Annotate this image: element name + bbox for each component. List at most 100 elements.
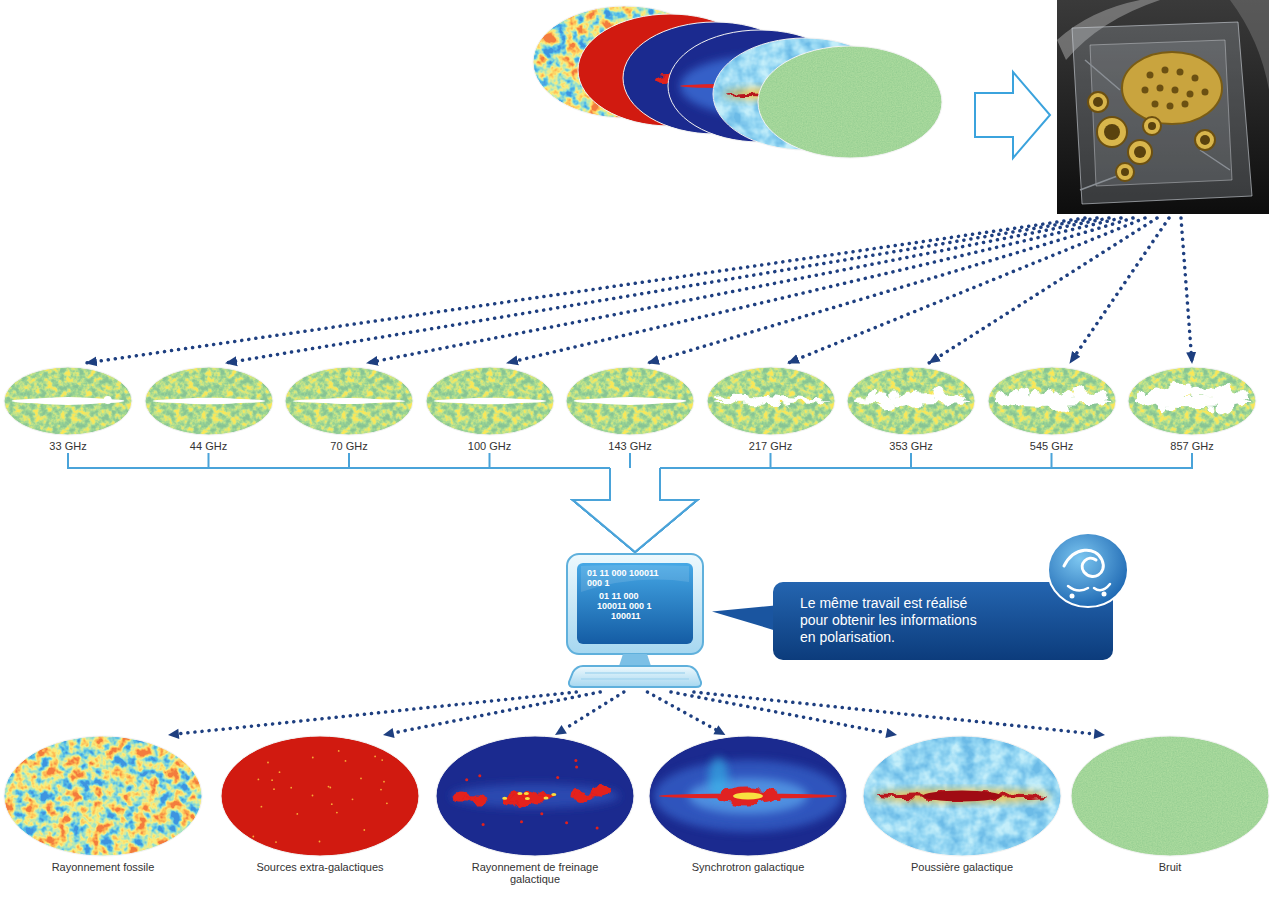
map-texture	[4, 736, 202, 856]
binary-code: 100011 000 1	[597, 601, 659, 611]
component-map: Synchrotron galactique	[648, 735, 848, 873]
map-texture	[285, 367, 413, 435]
map-texture	[1011, 400, 1021, 408]
map-texture	[352, 798, 354, 800]
satellite-output-arrows	[367, 218, 1109, 363]
map-texture	[565, 821, 568, 824]
map-texture	[1157, 402, 1166, 413]
map-texture	[988, 367, 1116, 435]
computer: 01 11 000 100011000 101 11 000100011 000…	[565, 552, 705, 692]
map-texture	[654, 760, 842, 832]
component-label: Poussière galactique	[877, 861, 1047, 873]
map-texture	[329, 787, 331, 789]
component-map: Rayonnement fossile	[3, 735, 203, 873]
map-texture	[649, 736, 847, 856]
map-texture	[899, 401, 908, 406]
planck-satellite	[1072, 22, 1252, 204]
sky-map-image	[565, 366, 695, 436]
planck-satellite	[1148, 122, 1156, 130]
map-texture	[530, 796, 551, 803]
map-texture	[383, 781, 385, 783]
planck-satellite	[1104, 124, 1120, 140]
sky-map-image	[284, 366, 414, 436]
frequency-map: 44 GHz	[144, 366, 274, 453]
map-texture	[938, 402, 949, 406]
sky-map-image	[425, 366, 555, 436]
hollow-arrow-head	[573, 468, 697, 552]
map-texture	[847, 367, 975, 435]
map-texture	[1092, 392, 1107, 402]
computer-part	[577, 563, 693, 644]
speech-bubble-part	[1048, 533, 1128, 607]
bubble-text: Le même travail est réalisé pour obtenir…	[800, 595, 988, 646]
map-texture	[988, 367, 1116, 435]
map-texture	[453, 786, 612, 808]
map-texture	[145, 367, 273, 435]
map-texture	[381, 759, 383, 761]
computer-part	[567, 554, 703, 654]
map-texture	[152, 399, 265, 404]
map-texture	[252, 836, 254, 838]
hollow-arrow	[975, 72, 1050, 158]
frequency-map: 143 GHz	[565, 366, 695, 453]
data-arrow	[671, 692, 897, 738]
arrow-head	[383, 728, 395, 738]
speech-bubble-part	[1048, 533, 1128, 607]
sky-map-image	[435, 735, 635, 857]
map-texture	[436, 736, 634, 856]
map-texture	[813, 397, 824, 403]
component-stack	[758, 46, 942, 158]
hollow-arrow-head	[573, 468, 697, 552]
map-texture	[574, 398, 687, 404]
map-texture	[453, 792, 469, 799]
map-texture	[712, 395, 830, 405]
hollow-arrow	[975, 72, 1050, 158]
map-texture	[482, 823, 485, 826]
map-texture	[296, 813, 298, 815]
sky-map-image	[648, 735, 848, 857]
frequency-label: 33 GHz	[3, 440, 133, 453]
map-texture	[556, 776, 559, 779]
map-texture	[319, 841, 321, 843]
map-texture	[293, 399, 406, 403]
component-map: Sources extra-galactiques	[220, 735, 420, 873]
map-texture	[756, 402, 766, 405]
map-texture	[852, 389, 970, 409]
sky-map-image	[987, 366, 1117, 436]
map-texture	[290, 787, 292, 789]
satellite-output-arrows	[1070, 218, 1169, 363]
computer-part	[581, 673, 689, 679]
satellite-output-arrows	[788, 218, 1145, 363]
map-texture	[890, 391, 900, 400]
sky-map-image	[1127, 366, 1257, 436]
bracket-line	[660, 453, 1052, 468]
map-texture	[520, 820, 523, 823]
data-arrow	[383, 692, 600, 738]
planck-satellite	[1187, 91, 1194, 98]
planck-satellite	[1143, 117, 1161, 135]
map-texture	[524, 792, 529, 795]
sky-map-image	[220, 735, 420, 857]
map-texture	[501, 796, 514, 807]
sky-map-image	[846, 366, 976, 436]
planck-satellite	[1057, 0, 1269, 214]
planck-satellite	[1167, 103, 1174, 110]
map-texture	[873, 790, 1051, 802]
hollow-arrow-head	[573, 468, 697, 552]
map-texture	[707, 367, 835, 435]
map-texture	[566, 367, 694, 435]
merge-connector	[349, 453, 697, 552]
planck-satellite	[1097, 117, 1127, 147]
planck-satellite	[1090, 40, 1232, 186]
map-texture	[4, 736, 202, 856]
map-texture	[279, 771, 281, 773]
satellite-output-arrows	[86, 218, 1085, 363]
planck-satellite	[1192, 75, 1199, 82]
map-texture	[716, 788, 779, 805]
map-texture	[314, 398, 384, 404]
dotted-line	[694, 692, 1094, 734]
map-texture	[1051, 403, 1064, 409]
map-texture	[285, 367, 413, 435]
map-texture	[783, 402, 790, 406]
